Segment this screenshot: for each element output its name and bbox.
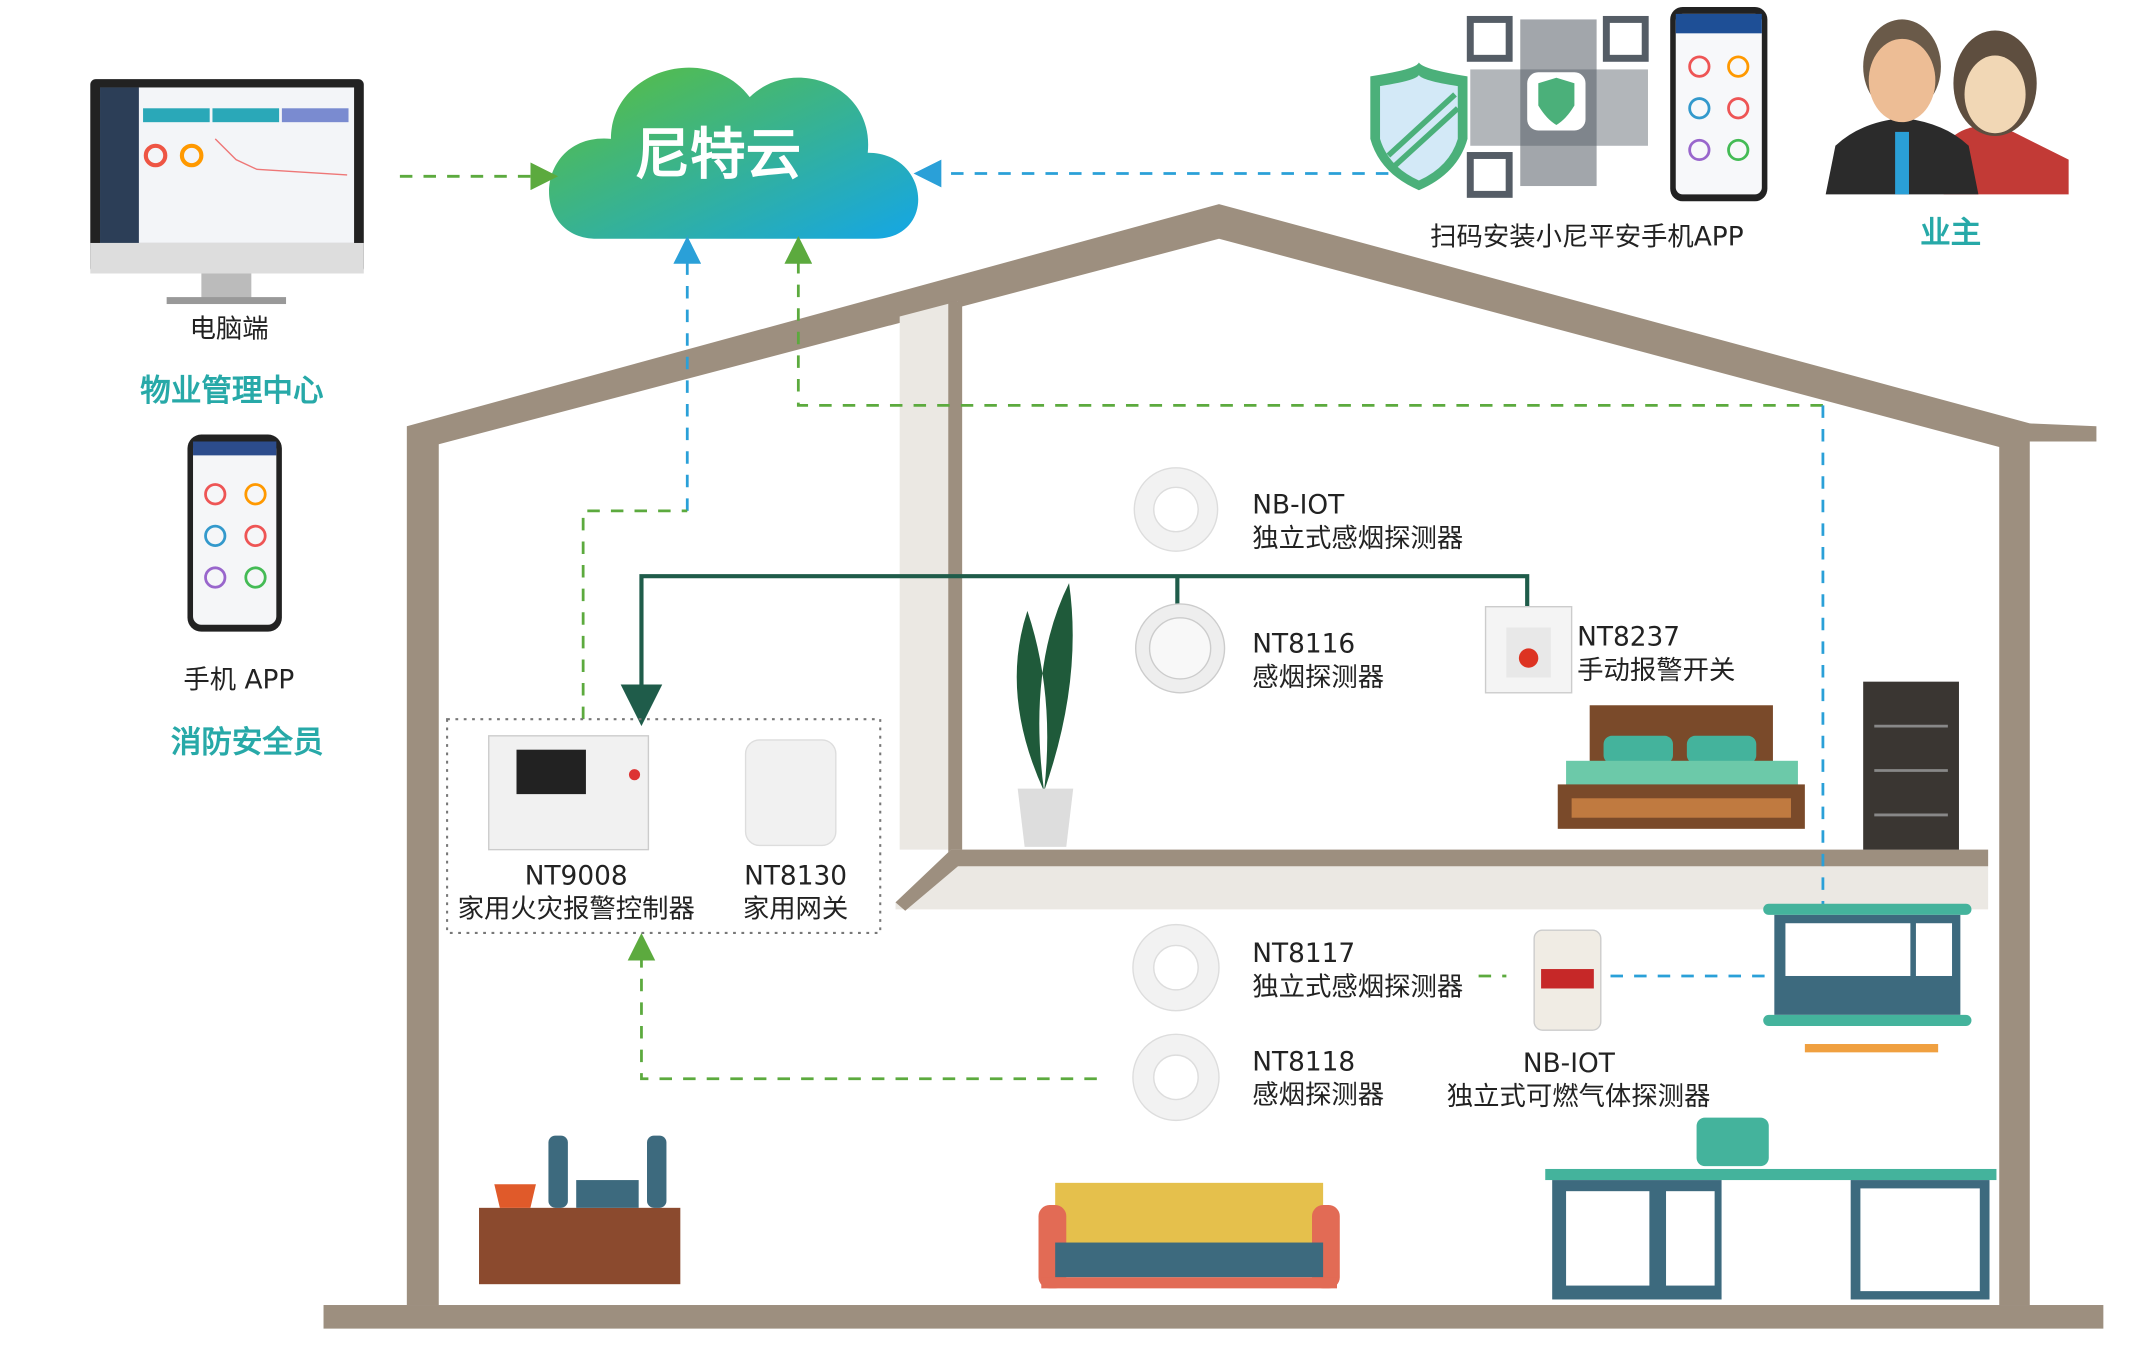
kitchen-cabinet-icon [1763,903,1972,1053]
mobile-group-label: 消防安全员 [171,724,324,760]
nt8237-name: 手动报警开关 [1577,656,1735,686]
cloud-label: 尼特云 [635,123,802,188]
nt8116-name: 感烟探测器 [1252,663,1384,693]
nt8117-detector-icon [1132,923,1220,1012]
owner-label: 业主 [1920,216,1981,251]
nt8118-detector-icon [1132,1033,1220,1122]
nt8130-model: NT8130 [744,861,847,891]
app-phone [1670,6,1768,202]
qr-code-icon [1466,15,1649,198]
nbiot-smoke-model: NB-IOT [1252,491,1345,521]
nt9008-controller-icon [488,735,650,851]
shield-icon [1370,62,1468,191]
pc-label: 电脑端 [190,314,269,344]
nt8117-model: NT8117 [1252,939,1355,969]
nt8130-gateway-icon [744,739,837,847]
sofa-icon [1038,1182,1340,1289]
connections [399,159,1825,1081]
cloud-nite: 尼特云 [549,67,919,239]
nt8116-detector-icon [1135,603,1226,694]
local-system-box [446,718,882,934]
mobile-phone [187,434,282,632]
pc-group-label: 物业管理中心 [140,374,324,409]
nbiot-green-link [784,236,1823,407]
gas-detector-name: 独立式可燃气体探测器 [1447,1082,1711,1112]
nt8118-model: NT8118 [1252,1047,1355,1077]
nbiot-smoke-detector-icon [1133,467,1219,552]
wardrobe-icon [1863,681,1959,850]
nt8237-model: NT8237 [1577,623,1680,653]
kitchen-counter-icon [1545,1117,1997,1300]
app-install-label: 扫码安装小尼平安手机APP [1430,223,1743,253]
owner-people-icon [1825,19,2069,195]
gas-detector-model: NB-IOT [1523,1049,1616,1079]
nt9008-name: 家用火灾报警控制器 [458,895,695,925]
pc-monitor [90,79,364,305]
tv-cabinet-icon [479,1135,681,1285]
bus-line [641,574,1530,705]
smoke-to-controller-link [627,932,1097,1081]
nt8117-name: 独立式感烟探测器 [1252,972,1463,1002]
nt8118-name: 感烟探测器 [1252,1081,1384,1111]
nt8237-manual-alarm-icon [1484,606,1573,694]
mobile-label: 手机 APP [183,666,294,696]
plant-icon [1016,583,1074,847]
house [323,204,2104,1329]
bed-icon [1557,705,1805,829]
gas-detector-icon [1533,929,1602,1031]
nt8116-model: NT8116 [1252,630,1355,660]
nt8130-name: 家用网关 [743,895,848,925]
controller-uplink [581,509,688,720]
nt9008-model: NT9008 [525,861,628,891]
nbiot-smoke-name: 独立式感烟探测器 [1252,524,1463,554]
